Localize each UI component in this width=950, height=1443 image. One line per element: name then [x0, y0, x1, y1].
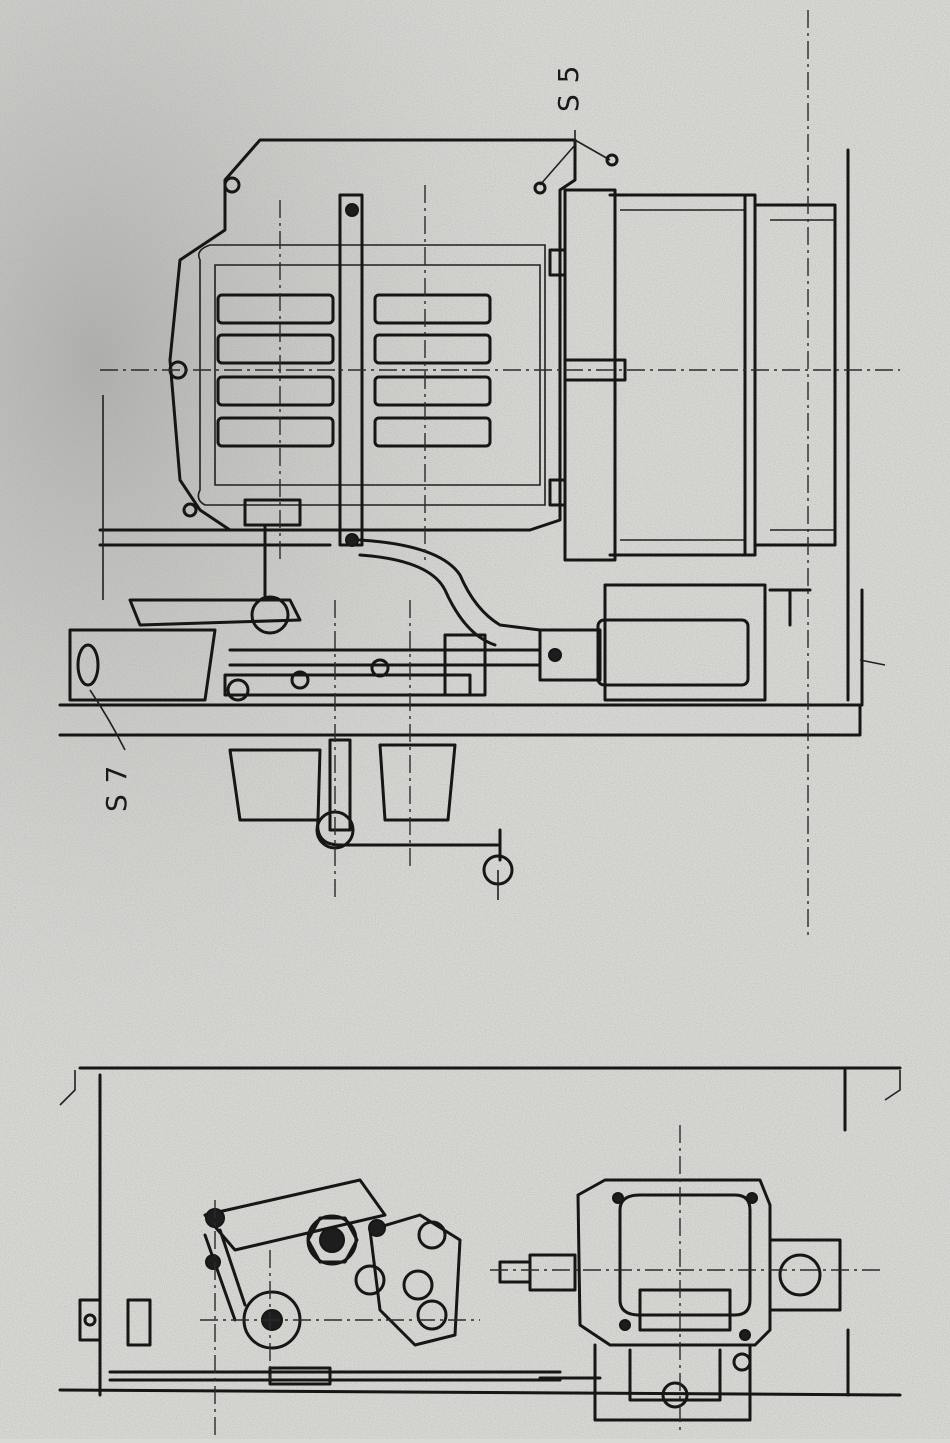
callout-label-s5: S 5 [552, 64, 585, 113]
upper-assembly-view [58, 10, 900, 940]
upper-lever-arm [203, 1178, 387, 1252]
right-bushing [768, 1238, 842, 1312]
lever-plate [368, 1213, 462, 1347]
lower-lever-view [58, 1066, 902, 1435]
lower-frame-bottom [58, 1388, 902, 1397]
tie-rod [108, 1370, 562, 1382]
coil-end-cap [563, 188, 617, 562]
lower-pendant-right [378, 743, 457, 822]
solenoid-block [603, 583, 767, 702]
left-bracket [68, 628, 217, 702]
callout-label-s7: S 7 [100, 764, 133, 813]
base-plate [58, 703, 862, 737]
lower-linkage-rail [98, 528, 522, 547]
relay-box [576, 1178, 772, 1347]
vent-slots [216, 293, 492, 448]
